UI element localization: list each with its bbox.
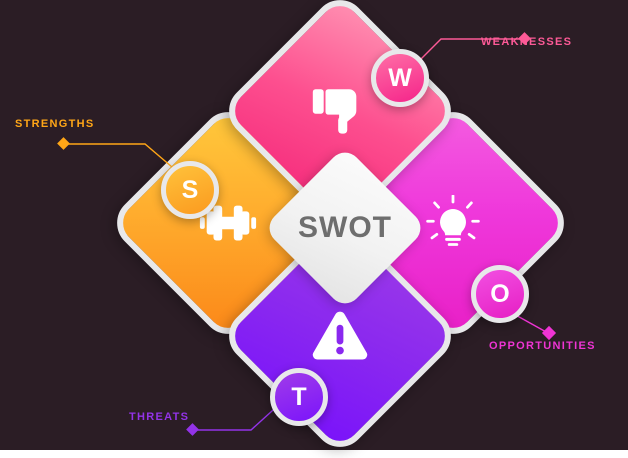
badge-opportunities[interactable]: O [471, 265, 529, 323]
diamond-cluster: SWOT S W O T [106, 0, 575, 458]
quadrant-strengths[interactable] [106, 101, 350, 345]
thumbs-down-icon [311, 82, 369, 140]
callout-label-strengths: STRENGTHS [15, 118, 95, 130]
badge-strengths[interactable]: S [161, 161, 219, 219]
badge-weaknesses-letter: W [388, 63, 412, 92]
quadrant-opportunities[interactable] [331, 101, 575, 345]
lightbulb-icon [425, 194, 481, 251]
badge-strengths-letter: S [181, 175, 199, 204]
quadrant-threats[interactable] [218, 214, 462, 458]
badge-threats-letter: T [291, 382, 307, 411]
badge-threats[interactable]: T [270, 368, 328, 426]
quadrant-weaknesses[interactable] [218, 0, 462, 233]
swot-center-label: SWOT [298, 211, 392, 244]
badge-opportunities-letter: O [490, 279, 510, 308]
badge-weaknesses[interactable]: W [371, 49, 429, 107]
callout-label-opportunities: OPPORTUNITIES [489, 340, 596, 352]
callout-label-threats: THREATS [129, 411, 190, 423]
callout-label-weaknesses: WEAKNESSES [481, 36, 573, 48]
warning-triangle-icon [310, 306, 370, 366]
dumbbell-icon [197, 192, 259, 254]
